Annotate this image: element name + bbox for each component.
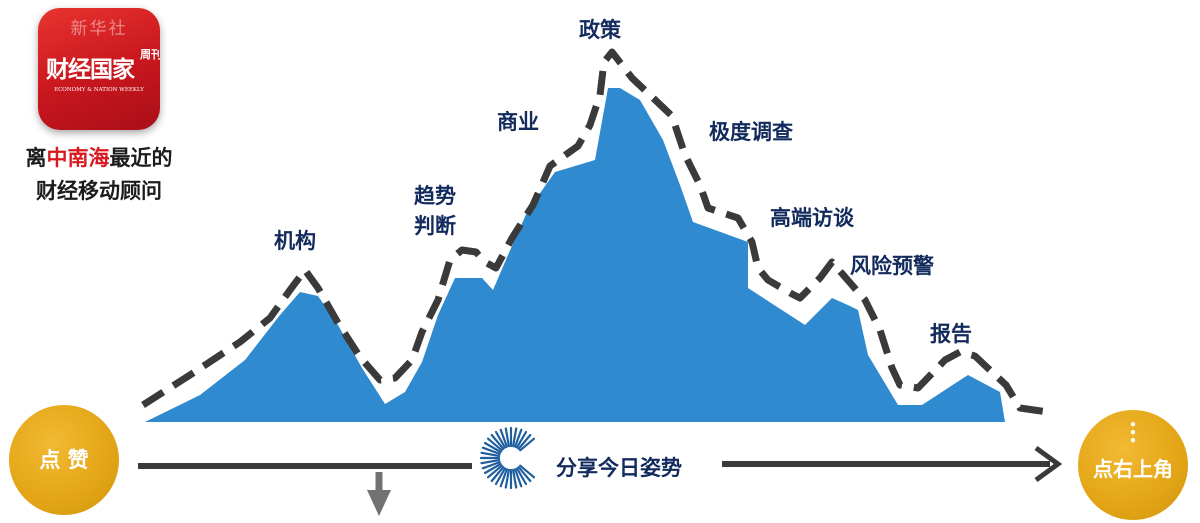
peak-label-trend: 趋势 bbox=[414, 184, 456, 208]
tagline-line-2: 财经移动顾问 bbox=[36, 179, 162, 203]
app-logo: 新华社 财经国家 周刊 ECONOMY & NATION WEEKLY bbox=[38, 8, 160, 130]
spinner-ray bbox=[511, 427, 518, 448]
logo-masthead-title: 财经国家 bbox=[46, 57, 135, 83]
share-corner-label: 点右上角 bbox=[1093, 457, 1173, 481]
spinner-ray bbox=[486, 437, 503, 452]
timeline-arrow-head bbox=[1034, 445, 1063, 483]
spinner-ray bbox=[515, 430, 528, 449]
more-dots-icon: ••• bbox=[1129, 418, 1137, 448]
peak-label-report: 报告 bbox=[930, 322, 972, 346]
spinner-ray bbox=[481, 446, 501, 455]
tagline-line-1: 离中南海最近的 bbox=[8, 142, 190, 175]
spinner-ray bbox=[483, 462, 502, 475]
peak-label-business: 商业 bbox=[497, 110, 539, 134]
trend-dashed-line bbox=[141, 48, 1049, 416]
peak-label-deep-investigation: 极度调查 bbox=[709, 120, 793, 144]
peak-label-institution: 机构 bbox=[274, 229, 316, 253]
spinner-ray bbox=[517, 466, 532, 483]
down-arrow-head bbox=[367, 490, 391, 516]
spinner-logo-icon bbox=[479, 426, 536, 490]
logo-seal-text: 新华社 bbox=[70, 19, 128, 39]
spinner-ray bbox=[481, 461, 501, 470]
spinner-ray bbox=[490, 466, 505, 483]
share-corner-button[interactable]: ••• 点右上角 bbox=[1078, 410, 1188, 520]
spinner-ray bbox=[511, 468, 518, 489]
spinner-ray bbox=[480, 451, 501, 457]
peak-label-risk-warning: 风险预警 bbox=[850, 254, 934, 278]
spinner-ray bbox=[499, 428, 508, 448]
spinner-ray bbox=[486, 464, 503, 479]
spinner-ray bbox=[494, 430, 507, 449]
peak-label-interview: 高端访谈 bbox=[770, 206, 854, 230]
peak-label-policy: 政策 bbox=[579, 18, 621, 42]
spinner-ray bbox=[519, 437, 536, 452]
like-button[interactable]: 点 赞 bbox=[9, 405, 119, 515]
spinner-ray bbox=[519, 464, 536, 479]
spinner-ray bbox=[517, 433, 532, 450]
spinner-ray bbox=[483, 441, 502, 454]
mountain-shape bbox=[145, 88, 1005, 422]
spinner-ray bbox=[513, 428, 523, 448]
peak-label-judgement: 判断 bbox=[414, 214, 456, 238]
tagline: 离中南海最近的 财经移动顾问 bbox=[8, 142, 190, 208]
spinner-ray bbox=[504, 468, 510, 489]
logo-subtitle: ECONOMY & NATION WEEKLY bbox=[54, 87, 144, 93]
spinner-ray bbox=[494, 467, 507, 486]
share-caption: 分享今日姿势 bbox=[556, 456, 682, 480]
tagline-suffix: 最近的 bbox=[109, 146, 173, 170]
tagline-highlight: 中南海 bbox=[46, 146, 110, 170]
spinner-ray bbox=[513, 468, 523, 488]
spinner-ray bbox=[490, 433, 505, 450]
spinner-ray bbox=[480, 459, 501, 465]
spinner-ray bbox=[504, 427, 510, 448]
tagline-prefix: 离 bbox=[25, 146, 47, 170]
spinner-ray bbox=[499, 468, 508, 488]
spinner-ray bbox=[515, 467, 528, 486]
